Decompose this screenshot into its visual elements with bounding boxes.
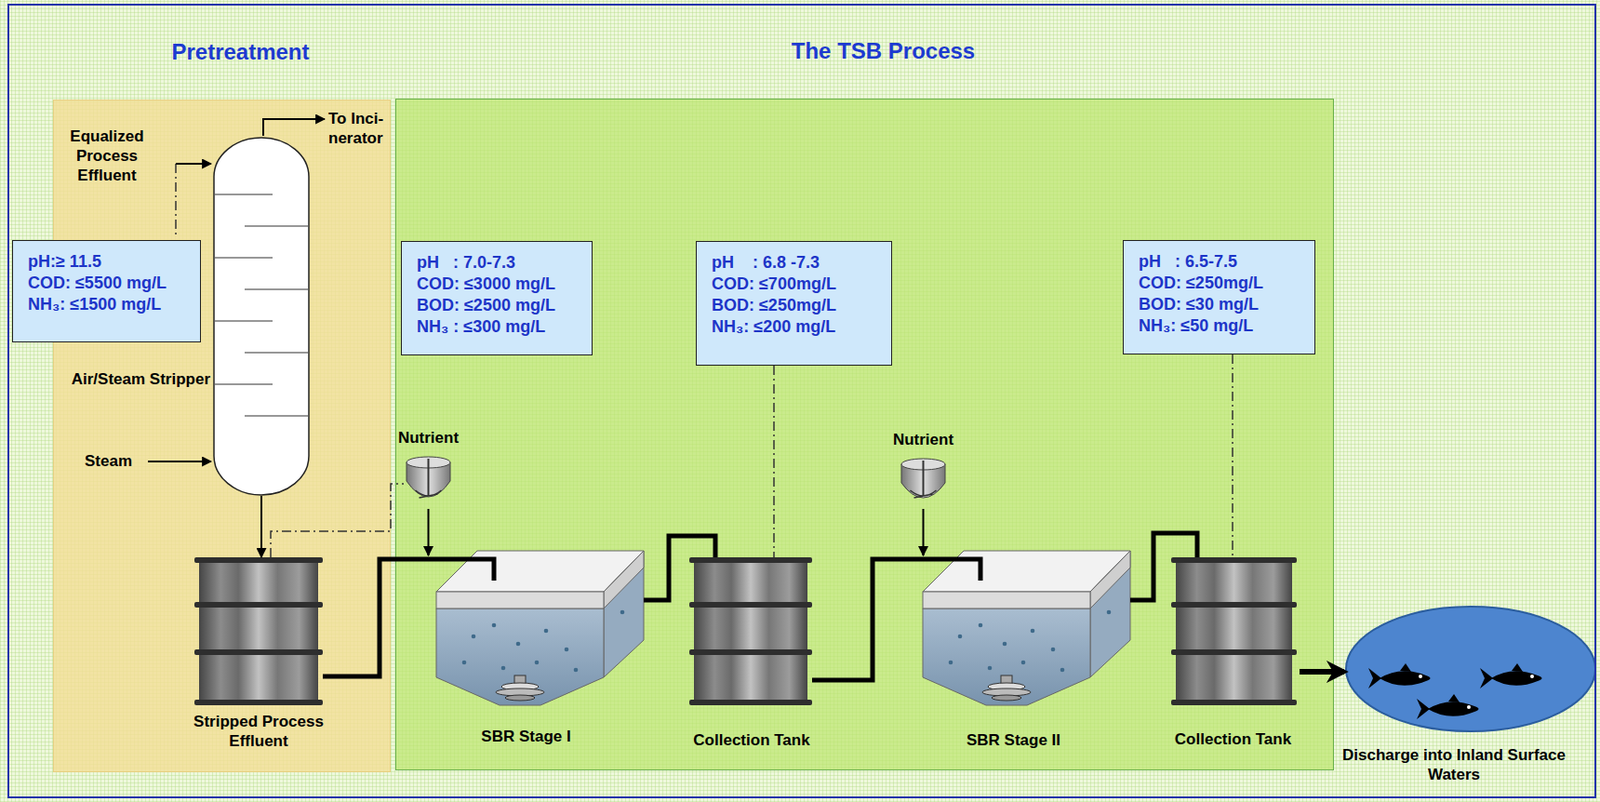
parameter-line: NH₃: ≤1500 mg/L (27, 293, 161, 316)
unit-label: Air/Steam Stripper (71, 369, 211, 389)
caption-holder: SBR Stage II (920, 730, 1107, 750)
column-unit: Air/Steam Stripper (213, 136, 310, 496)
pond-unit: Discharge into Inland Surface Waters (1345, 605, 1597, 733)
sbr-unit: SBR Stage I (436, 546, 644, 706)
mixer-unit: Nutrient (898, 454, 948, 509)
unit-caption: Stripped Process Effluent (174, 711, 343, 751)
mixer-unit: Nutrient (403, 453, 454, 509)
caption-holder: Collection Tank (1149, 729, 1318, 749)
parameter-line: BOD: ≤30 mg/L (1138, 293, 1259, 316)
input-label: Equalized Process Effluent (60, 126, 154, 186)
unit-caption: SBR Stage II (920, 730, 1107, 750)
parameter-line: pH : 6.8 -7.3 (711, 252, 820, 274)
stripper-column (213, 136, 310, 496)
parameter-line: COD: ≤250mg/L (1138, 272, 1264, 294)
outer-border (8, 4, 1596, 798)
heading-holder: Pretreatment (171, 39, 309, 66)
region-title: The TSB Process (791, 38, 975, 65)
unit-caption: SBR Stage I (433, 726, 620, 747)
process-region: The TSB ProcesspH : 7.0-7.3COD: ≤3000 mg… (395, 98, 1334, 771)
region-title: Pretreatment (171, 39, 309, 66)
unit-label: Nutrient (398, 427, 459, 448)
parameter-line: NH₃: ≤200 mg/L (711, 316, 836, 338)
parameter-line: pH : 7.0-7.3 (416, 252, 516, 274)
unit-label: Nutrient (893, 429, 954, 450)
caption-holder: Stripped Process Effluent (174, 711, 343, 751)
sbr-reactor (922, 546, 1131, 706)
sbr-reactor (436, 546, 644, 706)
receiving-water (1345, 605, 1597, 733)
label-holder: Nutrient (893, 429, 954, 450)
parameter-line: pH:≥ 11.5 (27, 251, 102, 273)
drum-unit: Stripped Process Effluent (194, 557, 323, 706)
feed-arrow (175, 162, 212, 165)
tank-drum (689, 557, 813, 706)
parameter-box: pH : 7.0-7.3COD: ≤3000 mg/LBOD: ≤2500 mg… (400, 240, 593, 356)
sbr-unit: SBR Stage II (922, 546, 1131, 706)
parameter-line: BOD: ≤2500 mg/L (416, 294, 556, 317)
heading-holder: The TSB Process (791, 38, 975, 65)
pipe-connector (1299, 668, 1345, 675)
caption-holder: SBR Stage I (433, 726, 620, 747)
label-holder: Equalized Process Effluent (60, 126, 154, 186)
parameter-line: COD: ≤3000 mg/L (416, 273, 556, 295)
flow-arrow (260, 495, 263, 558)
tank-drum (1171, 557, 1297, 706)
parameter-line: NH₃: ≤50 mg/L (1138, 315, 1254, 337)
parameter-line: NH₃ : ≤300 mg/L (416, 316, 546, 338)
steam-arrow (147, 460, 212, 463)
parameter-box: pH : 6.8 -7.3COD: ≤700mg/LBOD: ≤250mg/LN… (695, 240, 893, 366)
nutrient-dosing-mixer (898, 454, 948, 509)
caption-holder: Discharge into Inland Surface Waters (1337, 745, 1571, 785)
label-holder: Steam (84, 451, 150, 471)
parameter-line: pH : 6.5-7.5 (1138, 251, 1238, 273)
parameter-line: BOD: ≤250mg/L (711, 294, 837, 317)
process-region: PretreatmentAir/Steam StripperStripped P… (53, 99, 391, 773)
label-holder: Nutrient (398, 427, 459, 448)
drum-unit: Collection Tank (689, 557, 813, 706)
unit-caption: Collection Tank (1149, 729, 1318, 749)
unit-caption: Collection Tank (667, 730, 836, 750)
nutrient-dosing-mixer (403, 453, 454, 509)
parameter-box: pH:≥ 11.5COD: ≤5500 mg/LNH₃: ≤1500 mg/L (12, 240, 201, 343)
outlet-label: To Inci- nerator (328, 108, 403, 148)
drum-unit: Collection Tank (1171, 557, 1297, 706)
caption-holder: Collection Tank (667, 730, 836, 750)
unit-caption: Discharge into Inland Surface Waters (1337, 745, 1571, 785)
parameter-line: COD: ≤700mg/L (711, 273, 837, 295)
parameter-line: COD: ≤5500 mg/L (27, 272, 167, 294)
tank-drum (194, 557, 323, 706)
flow-arrow (427, 508, 430, 556)
parameter-box: pH : 6.5-7.5COD: ≤250mg/LBOD: ≤30 mg/LNH… (1122, 240, 1316, 355)
label-holder: Air/Steam Stripper (71, 369, 211, 389)
label-holder: To Inci- nerator (328, 108, 403, 148)
flow-arrow (922, 508, 925, 556)
steam-label: Steam (84, 451, 150, 471)
